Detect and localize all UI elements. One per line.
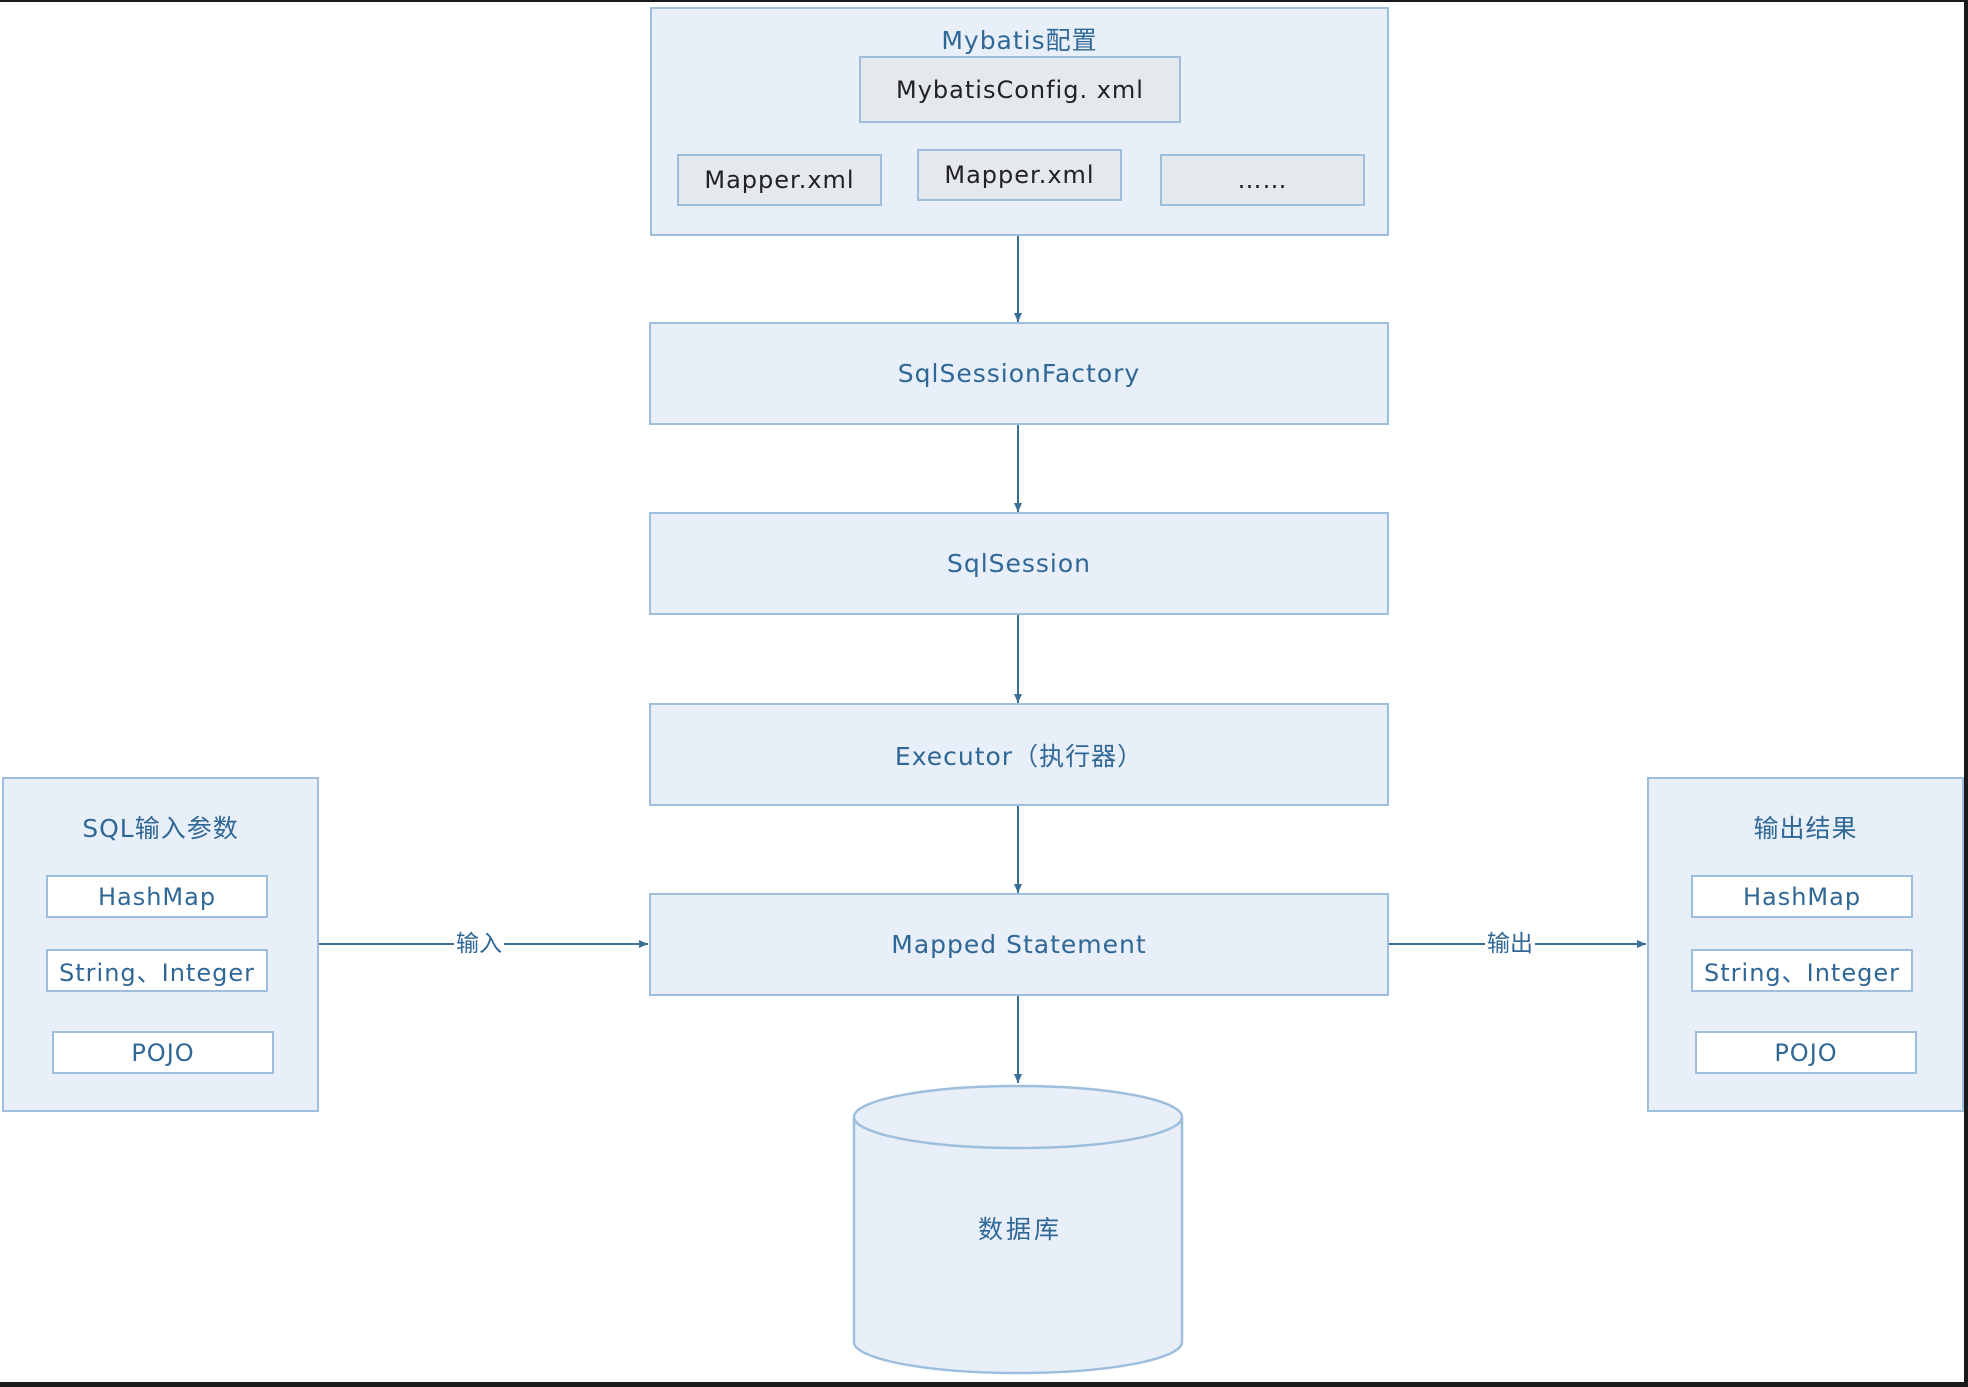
frame-top-border	[0, 0, 1968, 2]
input-string-integer-box: String、Integer	[46, 949, 268, 992]
mapper-xml-box-2: Mapper.xml	[917, 149, 1122, 201]
sql-session-box: SqlSession	[649, 512, 1389, 615]
mybatis-config-panel: Mybatis配置 MybatisConfig. xml Mapper.xml …	[650, 7, 1389, 236]
output-edge-label: 输出	[1485, 929, 1535, 959]
output-string-integer-box: String、Integer	[1691, 949, 1913, 992]
database-label: 数据库	[977, 1215, 1062, 1244]
database-cylinder	[852, 1084, 1184, 1375]
mybatis-config-title: Mybatis配置	[941, 26, 1098, 55]
sql-input-params-panel: SQL输入参数 HashMap String、Integer POJO	[2, 777, 319, 1112]
output-pojo-box: POJO	[1695, 1031, 1917, 1074]
output-hashmap-box: HashMap	[1691, 875, 1913, 918]
mapped-statement-box: Mapped Statement	[649, 893, 1389, 996]
executor-box: Executor（执行器）	[649, 703, 1389, 806]
sql-input-params-title: SQL输入参数	[82, 814, 239, 843]
input-hashmap-box: HashMap	[46, 875, 268, 918]
more-mappers-box: ……	[1160, 154, 1365, 206]
frame-bottom-border	[0, 1382, 1968, 1387]
mapper-xml-box-1: Mapper.xml	[677, 154, 882, 206]
frame-right-border	[1964, 0, 1968, 1387]
input-edge-label: 输入	[454, 929, 504, 959]
output-results-title: 输出结果	[1753, 814, 1858, 843]
output-results-panel: 输出结果 HashMap String、Integer POJO	[1647, 777, 1964, 1112]
sql-session-factory-box: SqlSessionFactory	[649, 322, 1389, 425]
input-pojo-box: POJO	[52, 1031, 274, 1074]
mybatis-config-file-box: MybatisConfig. xml	[859, 56, 1181, 123]
